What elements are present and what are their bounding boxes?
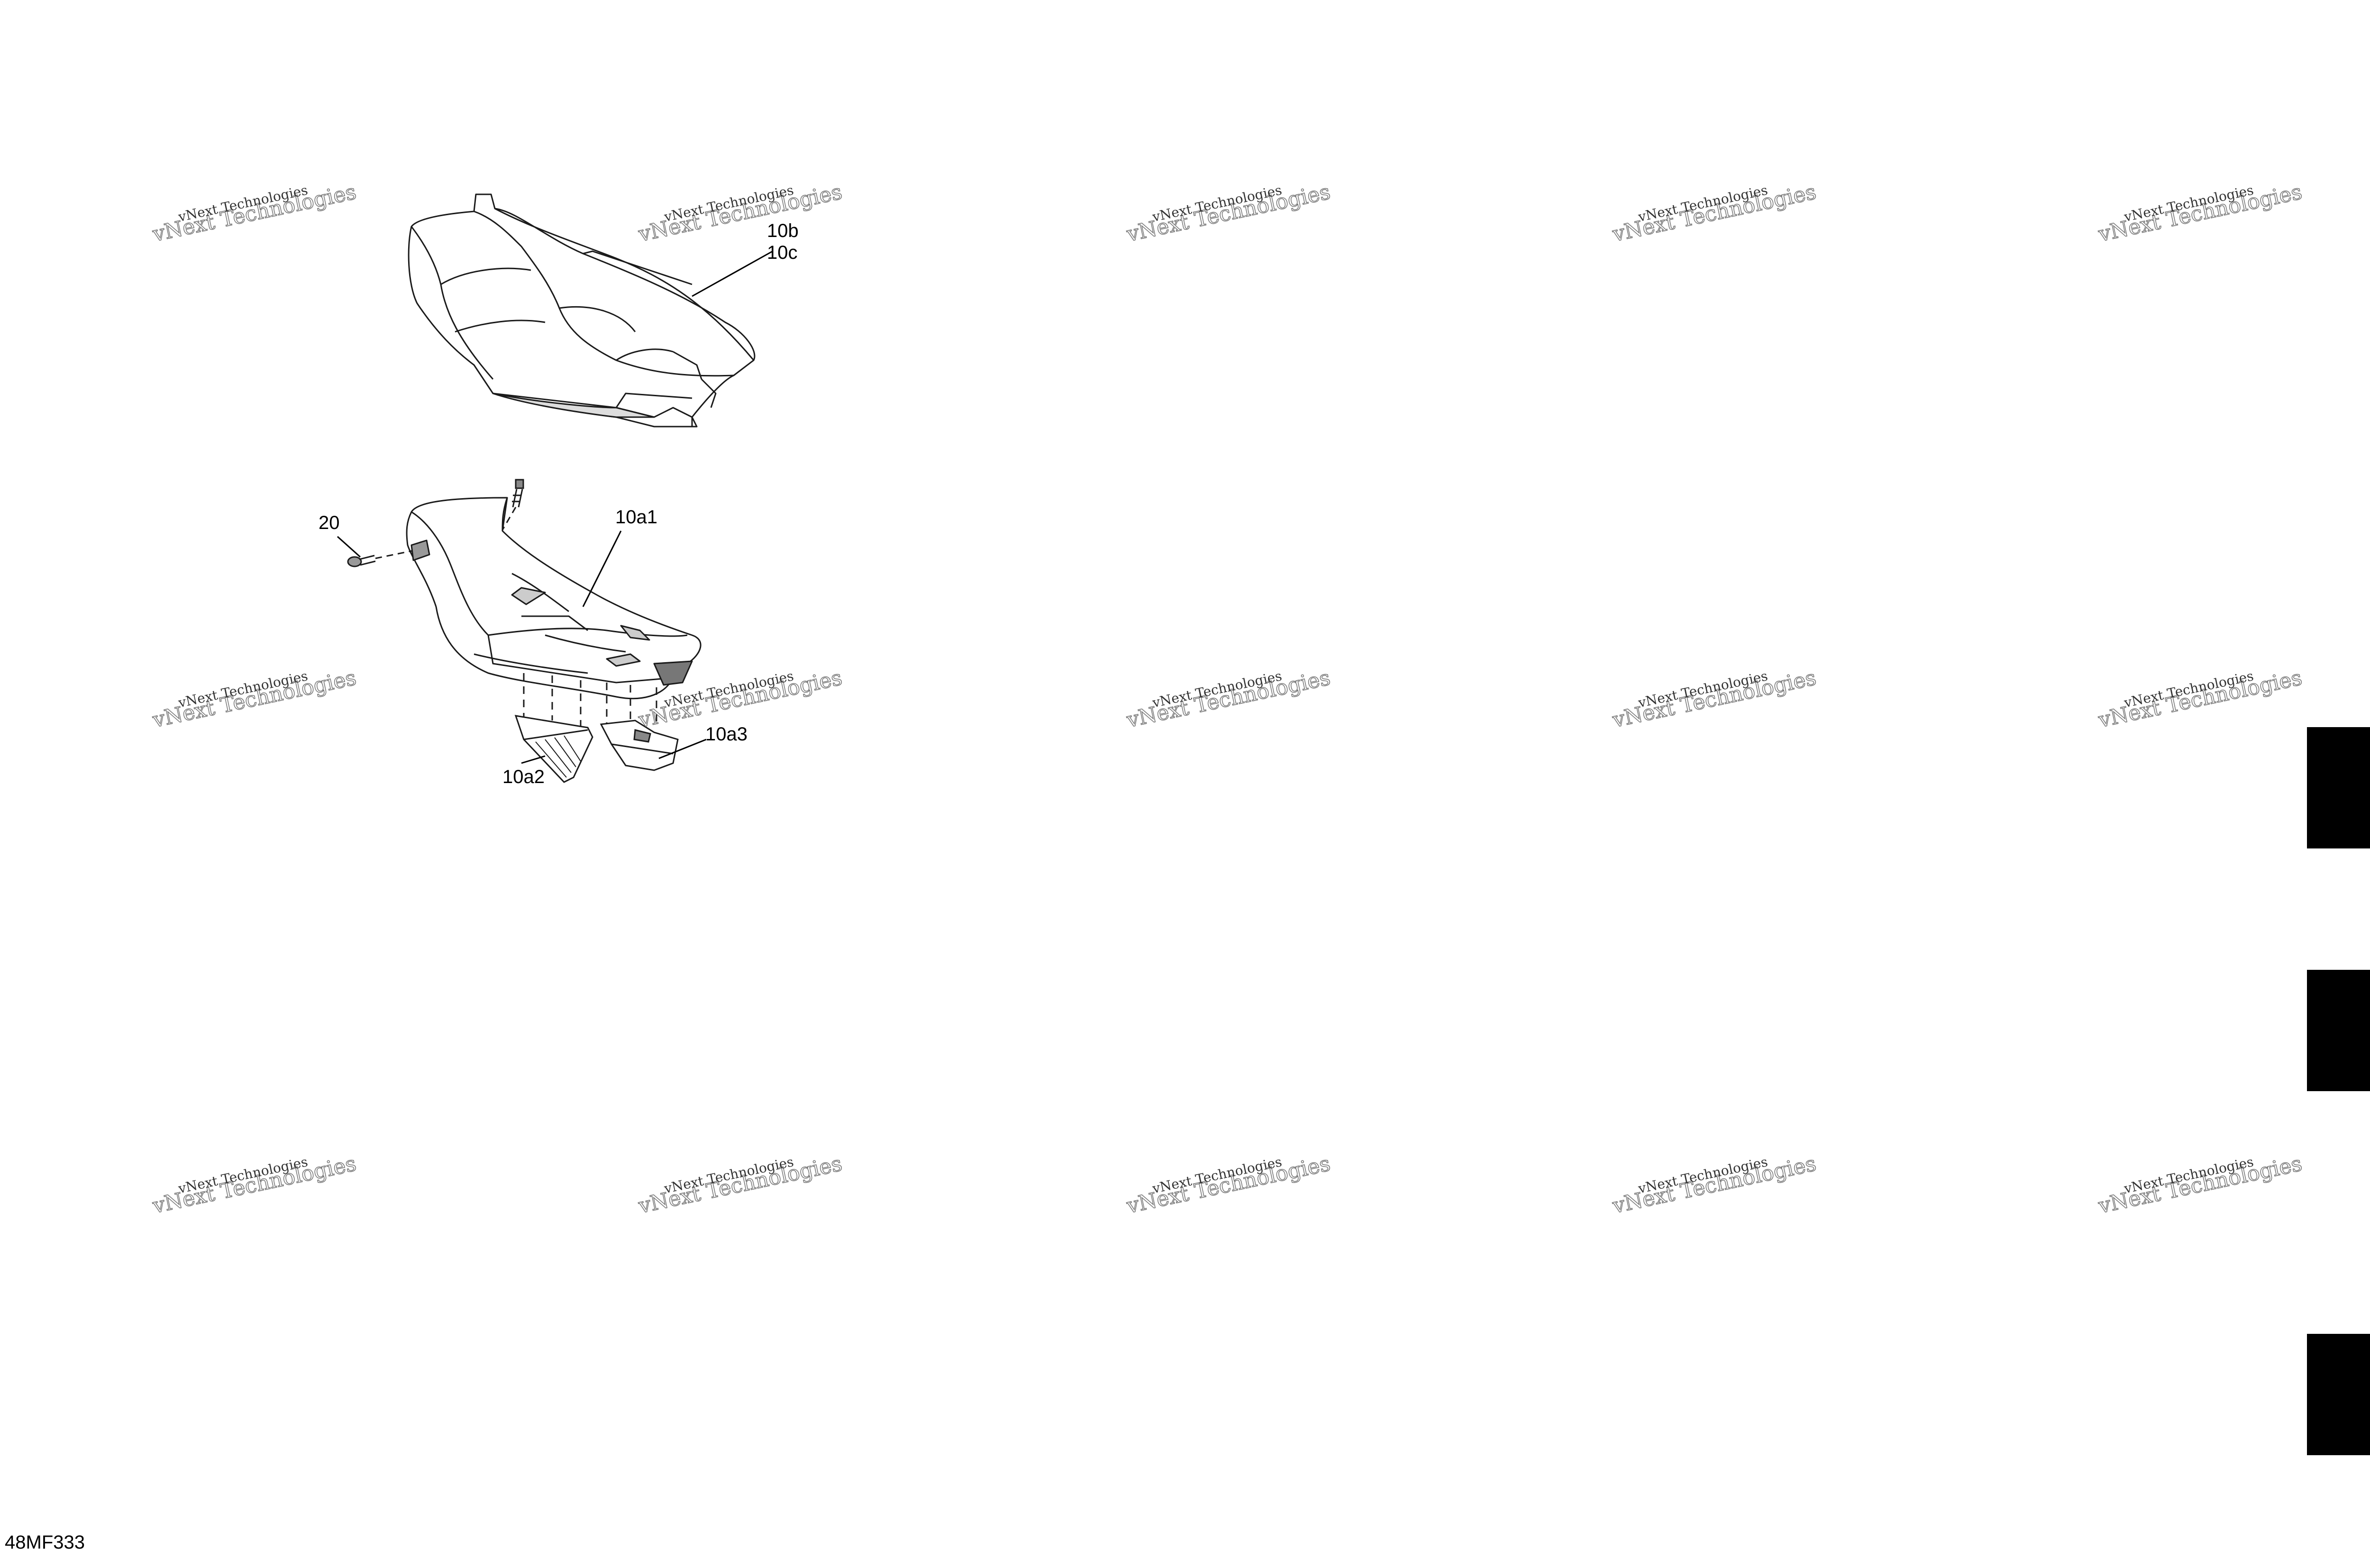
part-10a2 — [514, 715, 593, 783]
watermark-r2-c4: vNext Technologies vNext Technologies — [1610, 665, 1819, 733]
watermark-r3-c4: vNext Technologies vNext Technologies — [1610, 1151, 1819, 1219]
section-tab-2 — [2307, 970, 2370, 1091]
seat-cover-part — [408, 193, 756, 428]
watermark-r1-c2: vNext Technologies vNext Technologies — [636, 180, 845, 247]
leader-line-10a2 — [521, 755, 546, 764]
callout-10a2: 10a2 — [502, 766, 545, 787]
screw-fastener-20 — [347, 550, 413, 567]
callout-10b: 10b — [767, 220, 799, 241]
leader-line-10a3 — [658, 738, 707, 759]
diagram-reference-code: 48MF333 — [5, 1532, 85, 1553]
watermark-r3-c5: vNext Technologies vNext Technologies — [2096, 1151, 2305, 1219]
assembly-lines — [523, 673, 657, 730]
callout-20: 20 — [319, 512, 340, 533]
watermark-r3-c1: vNext Technologies vNext Technologies — [150, 1151, 359, 1219]
watermark-r2-c1: vNext Technologies vNext Technologies — [150, 665, 359, 733]
section-tab-1 — [2307, 727, 2370, 848]
watermark-r1-c4: vNext Technologies vNext Technologies — [1610, 180, 1819, 247]
callout-10a1: 10a1 — [615, 507, 657, 528]
watermark-r2-c3: vNext Technologies vNext Technologies — [1124, 665, 1333, 733]
watermark-r3-c3: vNext Technologies vNext Technologies — [1124, 1151, 1333, 1219]
section-tab-3 — [2307, 1334, 2370, 1455]
watermark-r2-c5: vNext Technologies vNext Technologies — [2096, 665, 2305, 733]
watermark-r1-c5: vNext Technologies vNext Technologies — [2096, 180, 2305, 247]
seat-base-part — [406, 497, 702, 700]
leader-line-10a1 — [582, 530, 622, 607]
leader-line-10c — [692, 250, 773, 297]
leader-line-20 — [337, 536, 361, 558]
callout-10c: 10c — [767, 242, 798, 263]
part-10a3 — [600, 720, 679, 771]
watermark-r3-c2: vNext Technologies vNext Technologies — [636, 1151, 845, 1219]
watermark-r1-c3: vNext Technologies vNext Technologies — [1124, 180, 1333, 247]
watermark-r1-c1: vNext Technologies vNext Technologies — [150, 180, 359, 247]
callout-10a3: 10a3 — [705, 724, 747, 745]
screw-fastener-top — [501, 479, 524, 530]
